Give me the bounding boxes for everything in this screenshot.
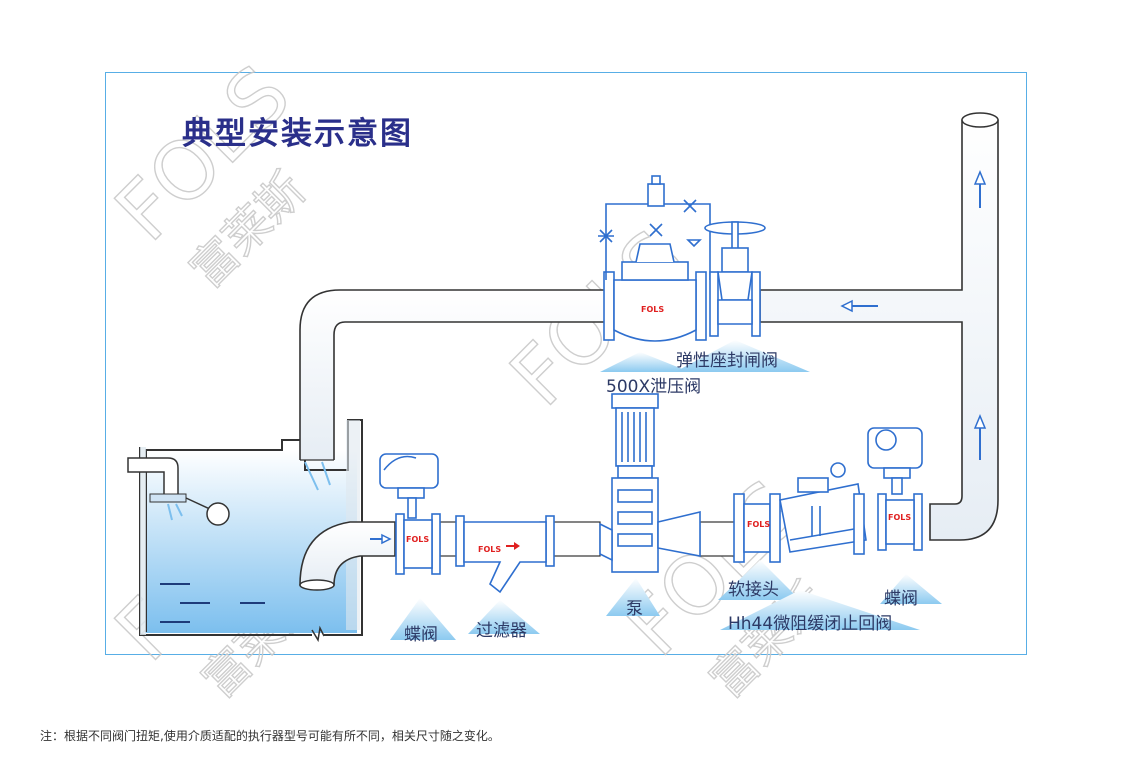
pressure-relief-valve: FOLS xyxy=(598,175,711,342)
label-check-valve: Hh44微阻缓闭止回阀 xyxy=(728,614,893,634)
diagram-frame xyxy=(105,72,1027,655)
brand-mark: FOLS xyxy=(747,520,770,529)
brand-mark: FOLS xyxy=(641,305,664,314)
brand-mark: FOLS xyxy=(478,545,501,554)
brand-mark: FOLS xyxy=(888,513,911,522)
page-title: 典型安装示意图 xyxy=(182,116,413,152)
brand-mark: FOLS xyxy=(406,535,429,544)
label-strainer: 过滤器 xyxy=(476,621,527,641)
label-flex-joint: 软接头 xyxy=(728,580,779,600)
footnote: 注：根据不同阀门扭矩,使用介质适配的执行器型号可能有所不同，相关尺寸随之变化。 xyxy=(40,729,500,743)
watermark-left: FOLS 富莱斯 xyxy=(97,47,316,298)
label-relief-valve: 500X泄压阀 xyxy=(606,377,702,397)
label-butterfly-left: 蝶阀 xyxy=(404,625,438,645)
gate-valve xyxy=(704,221,766,337)
check-valve-assembly: FOLS xyxy=(733,462,867,563)
label-pump: 泵 xyxy=(626,599,643,619)
riser-pipe xyxy=(759,112,999,541)
strainer: FOLS xyxy=(455,515,555,594)
butterfly-valve-right: FOLS xyxy=(867,427,923,551)
label-cones xyxy=(390,340,942,640)
butterfly-valve-left: FOLS xyxy=(379,453,441,575)
label-butterfly-right: 蝶阀 xyxy=(884,589,918,609)
pump xyxy=(599,393,701,573)
label-gate-valve: 弹性座封闸阀 xyxy=(676,351,778,371)
